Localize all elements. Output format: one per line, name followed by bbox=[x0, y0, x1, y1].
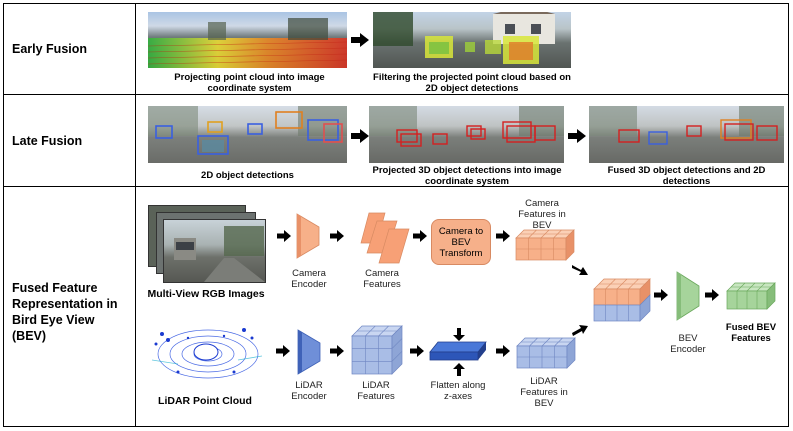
camera-encoder-label: Camera Encoder bbox=[291, 268, 327, 290]
camera-to-bev-transform-label: Camera to BEV Transform bbox=[438, 225, 484, 259]
late-fusion-image-2 bbox=[369, 106, 564, 163]
arrow-icon bbox=[351, 33, 369, 47]
camera-bev-features-label: Camera Features in BEV bbox=[518, 198, 566, 231]
row-label-bev-fusion: Fused Feature Representation in Bird Eye… bbox=[12, 281, 118, 343]
camera-encoder-shape bbox=[296, 213, 320, 259]
late-fusion-image-1 bbox=[148, 106, 347, 163]
arrow-icon bbox=[572, 325, 588, 336]
lidar-encoder-label: LiDAR Encoder bbox=[291, 380, 327, 402]
early-fusion-caption-2: Filtering the projected point cloud base… bbox=[373, 72, 571, 94]
point-cloud-overlay bbox=[148, 18, 347, 68]
lidar-bev-features-label: LiDAR Features in BEV bbox=[520, 376, 568, 409]
late-fusion-image-3 bbox=[589, 106, 784, 163]
camera-to-bev-transform-box: Camera to BEV Transform bbox=[431, 219, 491, 265]
lidar-point-cloud-image bbox=[148, 320, 266, 382]
camera-features-label: Camera Features bbox=[363, 268, 401, 290]
arrow-icon bbox=[705, 289, 719, 301]
arrow-icon bbox=[330, 230, 344, 242]
fused-bev-cube bbox=[593, 278, 651, 322]
fused-output-label: Fused BEV Features bbox=[725, 322, 777, 344]
lidar-input-label: LiDAR Point Cloud bbox=[158, 395, 252, 407]
flatten-plate bbox=[429, 328, 487, 376]
late-fusion-caption-2: Projected 3D object detections into imag… bbox=[372, 165, 562, 187]
flatten-label: Flatten along z-axes bbox=[430, 380, 486, 402]
arrow-icon bbox=[413, 230, 427, 242]
arrow-icon bbox=[277, 230, 291, 242]
arrow-icon bbox=[276, 345, 290, 357]
late-fusion-caption-1: 2D object detections bbox=[201, 170, 294, 181]
lidar-bev-features-grid bbox=[516, 337, 576, 369]
fused-bev-features-grid bbox=[726, 282, 776, 310]
row-label-late-fusion: Late Fusion bbox=[12, 134, 83, 148]
camera-input-label: Multi-View RGB Images bbox=[147, 288, 265, 300]
row-label-early-fusion: Early Fusion bbox=[12, 42, 88, 56]
lidar-encoder-shape bbox=[297, 329, 321, 375]
camera-bev-features-grid bbox=[515, 229, 575, 261]
bev-encoder-label: BEV Encoder bbox=[670, 333, 706, 355]
arrow-icon bbox=[496, 230, 510, 242]
2d-detections-overlay bbox=[148, 106, 347, 155]
lidar-features-grid bbox=[351, 325, 403, 375]
early-fusion-image-1 bbox=[148, 12, 347, 68]
late-fusion-caption-3: Fused 3D object detections and 2D detect… bbox=[607, 165, 766, 187]
arrow-icon bbox=[568, 129, 586, 143]
table-frame bbox=[3, 3, 789, 427]
arrow-icon bbox=[496, 345, 510, 357]
camera-features-shape bbox=[360, 212, 410, 264]
bev-encoder-shape bbox=[676, 271, 700, 321]
arrow-icon bbox=[330, 345, 344, 357]
early-fusion-caption-1: Projecting point cloud into image coordi… bbox=[174, 72, 325, 94]
row-divider-2 bbox=[3, 186, 789, 187]
arrow-icon bbox=[410, 345, 424, 357]
3d-detections-overlay bbox=[369, 106, 564, 147]
column-divider bbox=[135, 3, 136, 427]
arrow-icon bbox=[654, 289, 668, 301]
arrow-icon bbox=[572, 265, 588, 275]
filtered-point-cloud-overlay bbox=[373, 12, 555, 64]
row-divider-1 bbox=[3, 94, 789, 95]
arrow-icon bbox=[351, 129, 369, 143]
lidar-features-label: LiDAR Features bbox=[357, 380, 395, 402]
fused-detections-overlay bbox=[589, 106, 784, 145]
early-fusion-image-2 bbox=[373, 12, 571, 68]
